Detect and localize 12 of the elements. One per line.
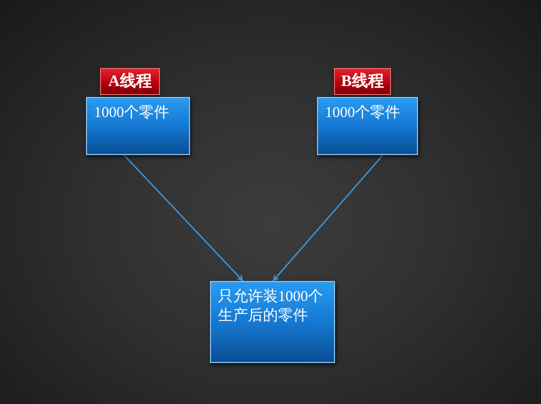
box-text: 只允许装1000个生产后的零件 xyxy=(218,288,324,326)
arrow xyxy=(272,154,384,282)
arrow xyxy=(123,154,244,282)
box-text: 1000个零件 xyxy=(325,104,401,123)
box-text: 1000个零件 xyxy=(94,104,170,123)
tab-label: A线程 xyxy=(108,72,152,92)
process-box xyxy=(210,281,335,363)
tab-label: B线程 xyxy=(341,72,384,92)
process-box xyxy=(317,97,418,155)
thread-tab xyxy=(100,68,160,95)
thread-tab xyxy=(334,68,391,95)
process-box xyxy=(86,97,190,155)
